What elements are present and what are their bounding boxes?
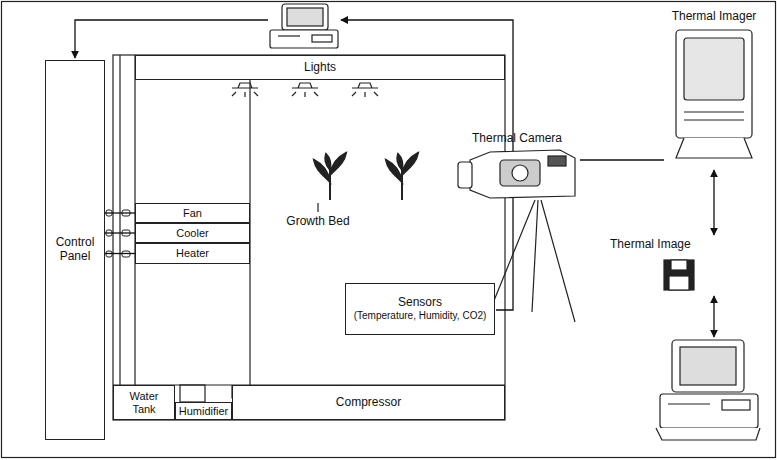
thermal-image: Thermal Image [606, 236, 718, 294]
node-label: Thermal Camera [472, 132, 570, 146]
lights-band: Lights [135, 55, 505, 80]
water-tank: Water Tank [113, 385, 175, 420]
wire [580, 159, 664, 160]
signal-line [75, 20, 513, 310]
node-sublabel: (Temperature, Humidity, CO2) [354, 310, 487, 322]
compressor: Compressor [232, 385, 505, 420]
node-label: Heater [176, 247, 209, 260]
control-panel: Control Panel [45, 60, 105, 440]
wire [105, 212, 135, 213]
fan-box: Fan [135, 203, 250, 223]
humidifier: Humidifier [175, 402, 232, 420]
floppy-icon [664, 260, 694, 290]
node-label: Thermal Image [610, 238, 714, 252]
thermal-camera: Thermal Camera [462, 130, 580, 205]
node-label: Lights [304, 61, 336, 75]
node-label: Fan [183, 207, 202, 220]
node-label: Cooler [176, 227, 208, 240]
computer-icon [270, 4, 338, 48]
node-label: Compressor [336, 396, 401, 410]
node-label: Water Tank [117, 390, 171, 415]
region-label: Growth Bed [286, 215, 349, 229]
sensors-box: Sensors(Temperature, Humidity, CO2) [345, 283, 495, 335]
wire [105, 232, 135, 233]
arrow [713, 170, 714, 235]
growth-chamber [113, 55, 505, 420]
plant [314, 153, 418, 200]
lamp-symbol [232, 83, 378, 97]
thermal-imager: Thermal Imager [664, 6, 764, 168]
monitor-icon [676, 30, 752, 158]
cooler-box: Cooler [135, 223, 250, 243]
heater-box: Heater [135, 243, 250, 264]
node-label: Humidifier [179, 405, 229, 418]
node-label: Sensors [398, 296, 442, 310]
node-label: Control Panel [49, 236, 101, 264]
computer-icon [656, 340, 760, 440]
node-label: Thermal Imager [664, 10, 764, 24]
wire [105, 253, 135, 254]
transfer-arrow [713, 296, 714, 337]
